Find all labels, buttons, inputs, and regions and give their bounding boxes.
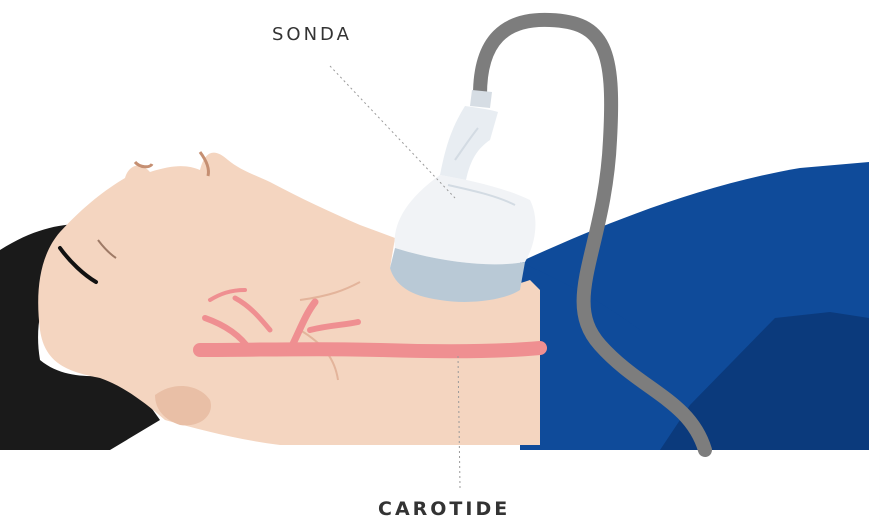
artery-label: CAROTIDE	[378, 498, 510, 520]
nose-shade	[135, 162, 152, 167]
probe-label: SONDA	[272, 24, 352, 45]
ultrasound-probe	[390, 90, 535, 302]
